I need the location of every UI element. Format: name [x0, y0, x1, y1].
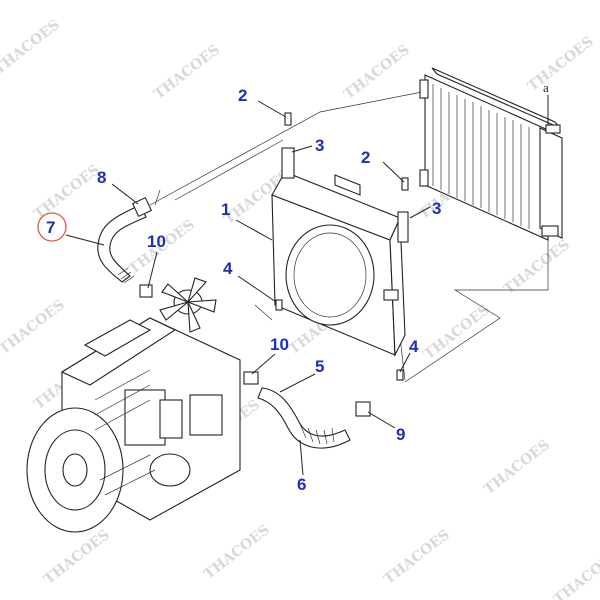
leader-line [409, 206, 431, 219]
watermark: THACOES [0, 297, 68, 358]
leader-line [291, 145, 313, 153]
watermark: THACOES [551, 547, 600, 600]
upper-hose [97, 196, 153, 298]
valve-cover [83, 319, 152, 357]
bolt [401, 177, 409, 191]
fan-blade [161, 283, 189, 303]
leader-line [399, 352, 411, 373]
fuel-pump [124, 389, 166, 446]
radiator-outlet [541, 225, 559, 237]
callout-10[interactable]: 10 [270, 335, 289, 354]
watermark: THACOES [201, 522, 273, 583]
alternator [189, 394, 223, 436]
leader-line [382, 161, 405, 183]
callout-4[interactable]: 4 [223, 259, 233, 278]
cooling-fan [159, 277, 217, 333]
callout-8[interactable]: 8 [97, 168, 106, 187]
lower-hose-body [257, 387, 351, 449]
leader-lines [65, 100, 431, 476]
watermark: THACOES [341, 42, 413, 103]
bolt [284, 112, 292, 126]
guide-line [404, 240, 549, 383]
watermark: THACOES [151, 42, 223, 103]
fan-shroud [271, 147, 409, 358]
shroud-side-panel [389, 217, 406, 358]
watermark: THACOES [41, 527, 113, 588]
radiator-inlet [545, 124, 561, 134]
guide-line [254, 304, 273, 321]
assembly-guide-lines [149, 91, 549, 383]
hose-clamp [139, 284, 153, 298]
callout-4[interactable]: 4 [409, 337, 419, 356]
guide-line [154, 189, 161, 206]
leader-line [257, 100, 287, 118]
crank-pulley [149, 453, 191, 487]
fan-blade [187, 277, 207, 303]
shroud-clip [383, 289, 399, 301]
shroud-tab [334, 174, 361, 196]
leader-line [65, 234, 105, 246]
watermark: THACOES [31, 162, 103, 223]
callout-9[interactable]: 9 [396, 425, 405, 444]
selected-callout-ring [37, 212, 67, 242]
guide-line [149, 91, 423, 206]
radiator-side-tank [539, 127, 563, 239]
callout-10[interactable]: 10 [147, 232, 166, 251]
upper-hose-body [97, 204, 147, 283]
leader-line [299, 439, 304, 476]
shroud-mount-bracket [281, 147, 295, 179]
hose-clamp [131, 196, 153, 218]
guide-line [174, 139, 284, 201]
callout-labels: 2 3 2 3 8 7 1 10 4 10 5 4 9 6 a [46, 80, 549, 494]
radiator-core [424, 74, 549, 241]
callout-5[interactable]: 5 [315, 357, 324, 376]
leader-line [147, 251, 158, 289]
radiator-bracket [419, 79, 429, 99]
watermark: THACOES [501, 237, 573, 298]
leader-line [279, 373, 316, 393]
watermark: THACOES [381, 527, 453, 588]
leader-line [111, 183, 139, 205]
watermark: THACOES [481, 437, 553, 498]
callout-6[interactable]: 6 [297, 475, 306, 494]
callout-1[interactable]: 1 [221, 200, 230, 219]
leader-line [237, 275, 277, 303]
bolt [396, 369, 404, 381]
callout-3[interactable]: 3 [432, 199, 441, 218]
callout-2[interactable]: 2 [238, 86, 247, 105]
reference-mark-a: a [543, 80, 549, 95]
filter-housing [159, 399, 183, 439]
engine-assembly [26, 317, 241, 533]
hose-clamp [243, 371, 259, 385]
shroud-mount-bracket [397, 211, 409, 243]
flywheel-hub [62, 453, 88, 487]
callout-3[interactable]: 3 [315, 136, 324, 155]
radiator-fins [432, 84, 530, 229]
lower-hose [243, 371, 371, 449]
radiator-bracket [419, 169, 429, 187]
callout-7[interactable]: 7 [46, 218, 55, 237]
bolt [275, 299, 283, 311]
leader-line [367, 411, 396, 429]
callout-2[interactable]: 2 [361, 148, 370, 167]
watermark: THACOES [421, 302, 493, 363]
hose-clamp [355, 401, 371, 417]
shroud-fan-ring [293, 232, 367, 318]
fan-blade [187, 299, 217, 313]
watermark: THACOES [525, 34, 597, 95]
fan-blade [159, 301, 189, 321]
watermark: THACOES [0, 17, 63, 78]
shroud-fan-opening [285, 224, 375, 326]
leader-line [251, 353, 276, 375]
leader-line [235, 219, 273, 241]
radiator [419, 67, 563, 241]
fan-blade [187, 301, 201, 333]
fasteners [275, 112, 409, 381]
